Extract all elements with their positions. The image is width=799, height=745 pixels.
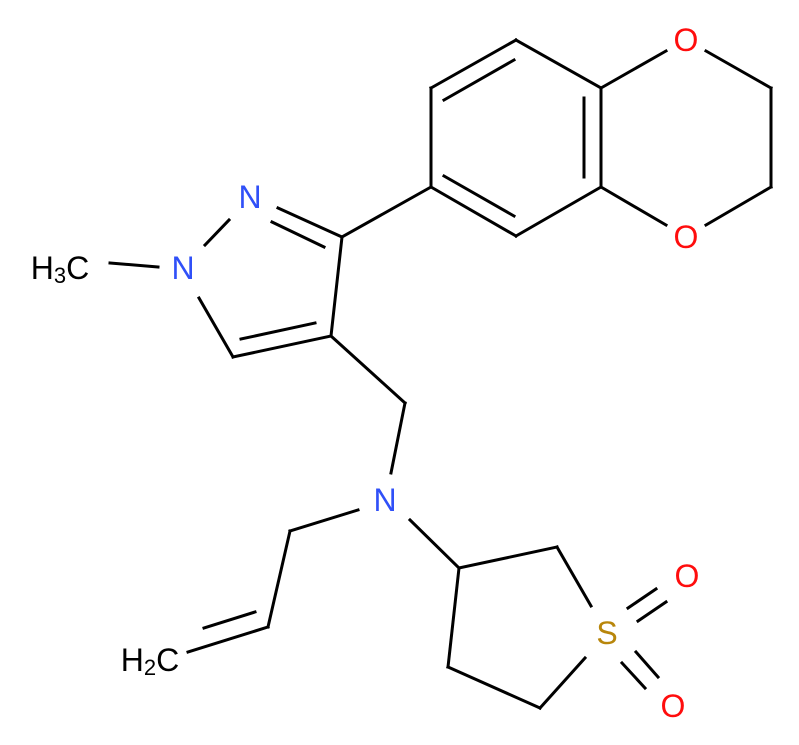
- bond: [513, 184, 604, 239]
- bond: [276, 206, 344, 239]
- bond: [339, 184, 434, 240]
- atom-n-pyrazole-1: N: [171, 250, 194, 286]
- bond: [446, 566, 461, 669]
- bond: [635, 599, 669, 624]
- bond: [703, 184, 774, 228]
- bond: [554, 544, 594, 609]
- bond: [457, 545, 559, 570]
- atom-vinyl-ch2: H2C: [121, 642, 179, 680]
- bond: [446, 665, 542, 710]
- vinyl-h: H: [121, 642, 144, 678]
- methyl-h: H: [31, 250, 54, 286]
- atom-o-dioxane-bottom: O: [674, 219, 699, 255]
- bond: [196, 295, 236, 360]
- atom-o-sulfone-bottom: O: [661, 688, 686, 724]
- vinyl-c: C: [156, 642, 179, 678]
- bond: [633, 649, 661, 680]
- bond: [231, 334, 333, 359]
- bond: [703, 48, 774, 91]
- atom-o-dioxane-top: O: [674, 22, 699, 58]
- vinyl-sub: 2: [144, 655, 156, 680]
- bond: [202, 610, 257, 630]
- bond: [598, 48, 669, 91]
- bond: [266, 529, 292, 629]
- bonds: [108, 37, 774, 711]
- atom-labels: N N H3C N H2C S O O O O: [31, 22, 700, 724]
- bond: [329, 235, 344, 338]
- bond: [619, 660, 648, 691]
- bond: [441, 57, 517, 103]
- atom-methyl: H3C: [31, 250, 89, 288]
- atom-n-amine: N: [373, 482, 396, 518]
- atom-n-pyrazole-2: N: [238, 179, 261, 215]
- bond: [428, 184, 519, 239]
- bond: [537, 655, 588, 711]
- atom-sulfur: S: [596, 615, 617, 651]
- bond: [389, 401, 407, 475]
- bond: [239, 321, 317, 341]
- bond: [598, 184, 669, 228]
- methyl-c: C: [66, 250, 89, 286]
- bond: [108, 261, 160, 269]
- bond: [288, 508, 360, 533]
- bond: [625, 586, 659, 611]
- bond: [513, 37, 604, 91]
- methyl-sub: 3: [54, 263, 66, 288]
- atom-o-sulfone-top: O: [675, 558, 700, 594]
- bond: [428, 37, 519, 91]
- bond: [202, 217, 232, 248]
- bond: [407, 517, 462, 571]
- bond: [186, 625, 270, 654]
- bond: [328, 333, 408, 406]
- bond: [441, 173, 517, 219]
- bond: [269, 219, 327, 250]
